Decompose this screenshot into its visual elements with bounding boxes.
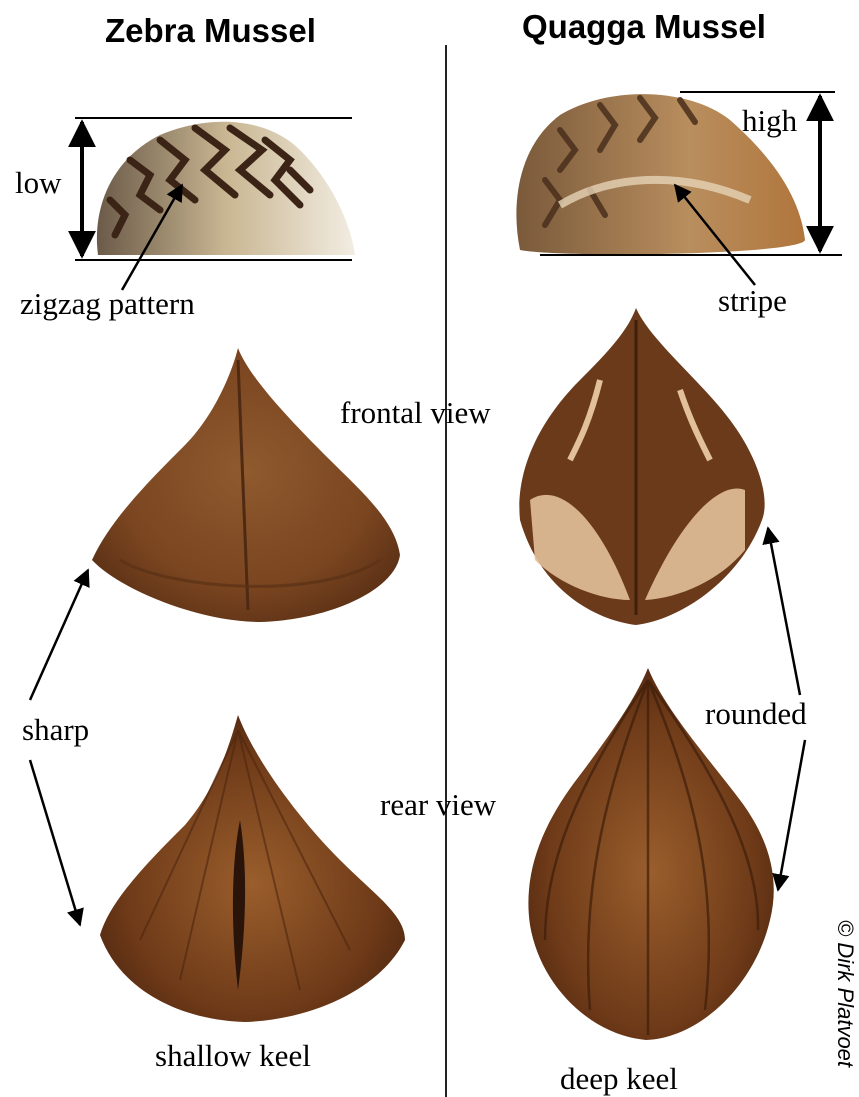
zebra-rear-shell — [100, 715, 405, 1022]
zebra-frontal-shell — [92, 348, 400, 622]
stripe-label: stripe — [718, 285, 787, 316]
zebra-side-shell — [97, 122, 355, 255]
shallow-keel-label: shallow keel — [155, 1040, 311, 1071]
deep-keel-label: deep keel — [560, 1063, 678, 1094]
low-label: low — [15, 167, 62, 198]
quagga-frontal-shell — [519, 308, 764, 625]
high-label: high — [742, 105, 797, 136]
sharp-label: sharp — [22, 714, 89, 745]
frontal-view-label: frontal view — [340, 397, 491, 428]
rear-view-label: rear view — [380, 789, 496, 820]
photo-credit: © Dirk Platvoet — [832, 920, 858, 1067]
zigzag-pattern-label: zigzag pattern — [20, 288, 195, 319]
rounded-label: rounded — [705, 698, 807, 729]
